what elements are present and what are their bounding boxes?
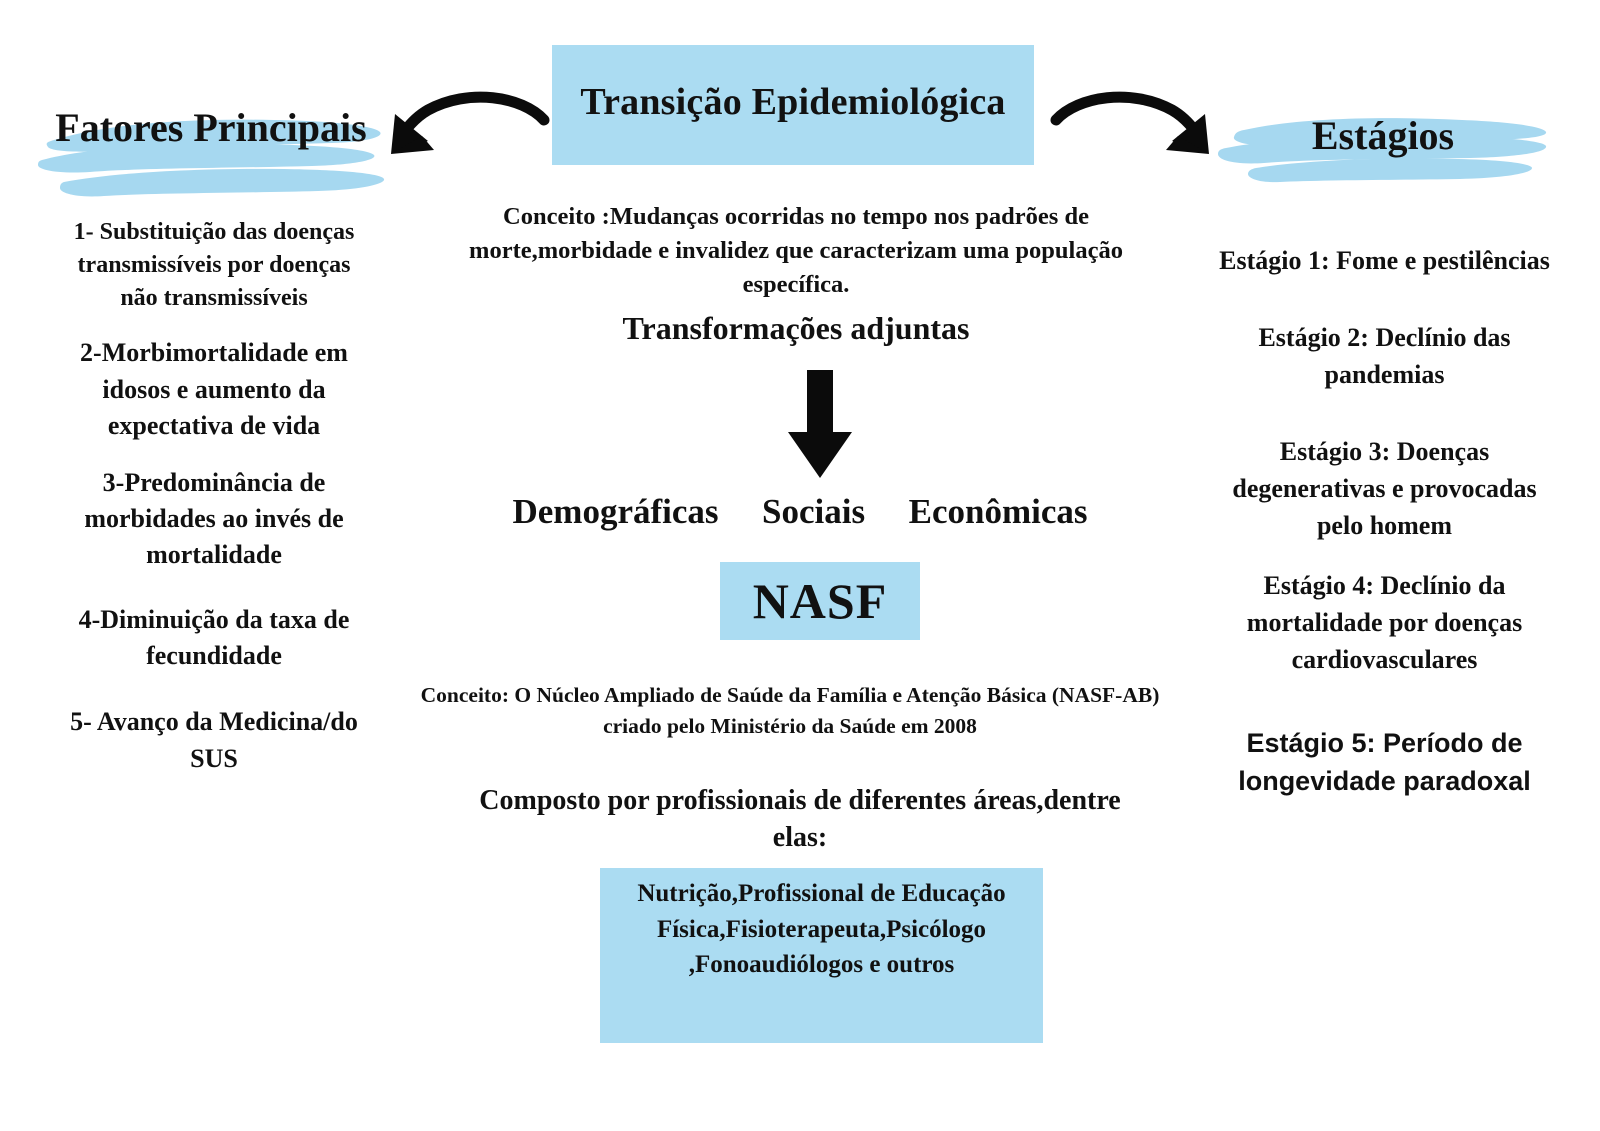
stage-item-4: Estágio 4: Declínio da mortalidade por d… [1246,571,1523,675]
type-demograficas: Demográficas [512,492,719,531]
page-title: Transição Epidemiológica [580,81,1006,123]
main-title-box: Transição Epidemiológica [552,45,1034,165]
professionals-list: Nutrição,Profissional de Educação Física… [637,880,1006,978]
type-sociais: Sociais [762,492,866,531]
nasf-concept-text: Conceito: O Núcleo Ampliado de Saúde da … [420,683,1160,739]
curved-arrow-left-icon [372,86,552,188]
transition-concept-text: Conceito :Mudanças ocorridas no tempo no… [469,203,1123,298]
transformation-types: Demográficas Sociais Econômicas [420,492,1180,532]
curved-arrow-right-icon [1048,86,1228,188]
left-item-4: 4-Diminuição da taxa de fecundidade [78,604,350,671]
transform-heading: Transformações adjuntas [622,310,970,346]
left-item-1: 1- Substituição das doenças transmissíve… [73,219,355,312]
nasf-box: NASF [720,562,920,640]
professionals-box: Nutrição,Profissional de Educação Física… [600,868,1043,1043]
left-item-2: 2-Morbimortalidade em idosos e aumento d… [80,338,348,441]
stage-item-3: Estágio 3: Doenças degenerativas e provo… [1232,436,1537,540]
right-stages-list: Estágio 1: Fome e pestilências Estágio 2… [1212,243,1557,801]
stage-item-1: Estágio 1: Fome e pestilências [1219,246,1550,275]
right-heading-text: Estágios [1311,113,1455,158]
left-item-5: 5- Avanço da Medicina/do SUS [70,707,358,773]
right-column-heading: Estágios [1218,112,1548,183]
left-item-3: 3-Predominância de morbidades ao invés d… [84,467,344,570]
stage-item-5: Estágio 5: Período de longevidade parado… [1238,728,1531,796]
left-factors-list: 1- Substituição das doenças transmissíve… [60,216,368,777]
nasf-composition-heading: Composto por profissionais de diferentes… [479,785,1121,854]
left-column-heading: Fatores Principais [38,104,385,197]
left-heading-text: Fatores Principais [55,105,367,150]
stage-item-2: Estágio 2: Declínio das pandemias [1258,322,1511,389]
type-economicas: Econômicas [908,492,1088,531]
down-arrow-icon [780,370,860,480]
nasf-label: NASF [752,573,888,629]
